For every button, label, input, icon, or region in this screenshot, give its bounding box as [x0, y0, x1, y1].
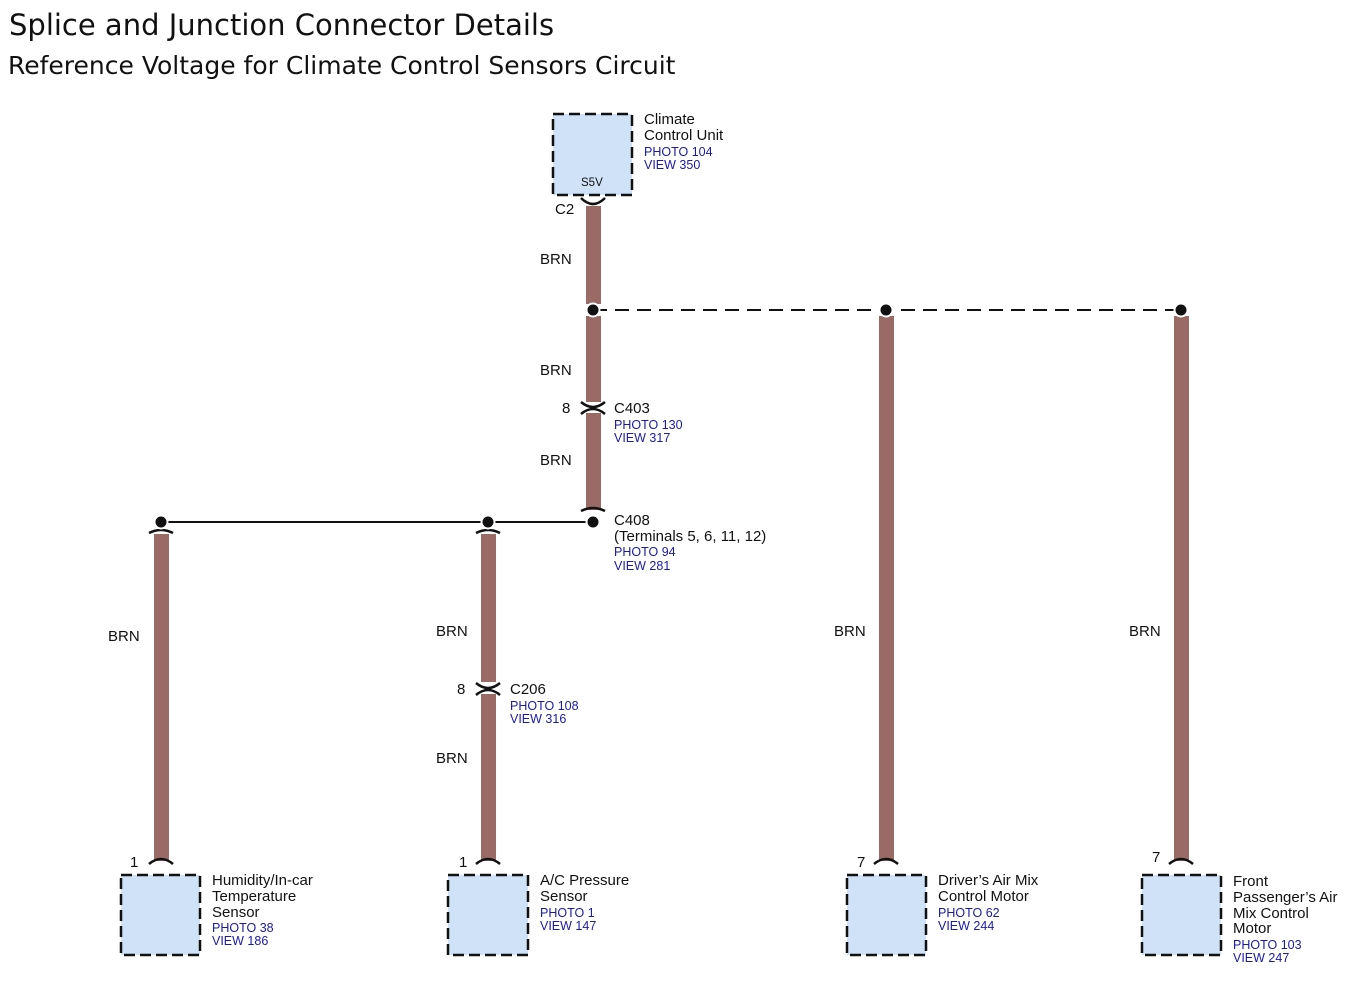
ccu-name-line1: Climate — [644, 111, 695, 128]
c408-name: C408 — [614, 512, 650, 529]
splice-dot-c408 — [585, 514, 601, 530]
ccu-pin-label: S5V — [581, 177, 603, 189]
wire-drivers — [879, 316, 894, 861]
humidity-photo-link[interactable]: PHOTO 38 — [212, 921, 274, 935]
c403-name: C403 — [614, 400, 650, 417]
ac-pressure-sensor-box — [446, 873, 530, 957]
ccu-photo-link[interactable]: PHOTO 104 — [644, 145, 713, 159]
passenger-pin: 7 — [1152, 849, 1160, 866]
drivers-name-line1: Driver’s Air Mix — [938, 872, 1039, 889]
wire-passenger — [1174, 316, 1189, 861]
c403-pin: 8 — [562, 400, 570, 417]
wire-splice-to-c403 — [586, 316, 601, 402]
passenger-name-line4: Motor — [1233, 920, 1271, 937]
wire-label-passenger: BRN — [1129, 623, 1161, 640]
humidity-name-line2: Temperature — [212, 888, 296, 905]
humidity-sensor-box — [119, 873, 202, 957]
wire-ac-lower — [481, 694, 496, 861]
wire-c403-to-c408 — [586, 413, 601, 510]
wire-label-drivers: BRN — [834, 623, 866, 640]
humidity-view-link[interactable]: VIEW 186 — [212, 934, 268, 948]
ac-photo-link[interactable]: PHOTO 1 — [540, 906, 595, 920]
ac-pin-cap — [475, 857, 501, 865]
ac-pin: 1 — [459, 854, 467, 871]
wire-humidity — [154, 534, 169, 861]
wire-label-ccu: BRN — [540, 251, 572, 268]
climate-control-unit-box — [551, 112, 634, 197]
passenger-pin-cap — [1168, 857, 1194, 865]
c206-name: C206 — [510, 681, 546, 698]
wire-label-humidity: BRN — [108, 628, 140, 645]
c408-photo-link[interactable]: PHOTO 94 — [614, 545, 676, 559]
drivers-name-line2: Control Motor — [938, 888, 1029, 905]
c403-upper-cap — [580, 401, 606, 409]
ac-name-line2: Sensor — [540, 888, 588, 905]
ccu-view-link[interactable]: VIEW 350 — [644, 158, 700, 172]
wires — [154, 206, 1189, 861]
c408-view-link[interactable]: VIEW 281 — [614, 559, 670, 573]
splice-dot-drivers — [878, 302, 894, 318]
splice-dot-passenger — [1173, 302, 1189, 318]
drivers-pin: 7 — [857, 854, 865, 871]
drivers-air-mix-box — [845, 873, 928, 957]
humidity-top-cap — [148, 528, 174, 535]
connector-caps — [148, 197, 1194, 865]
c403-photo-link[interactable]: PHOTO 130 — [614, 418, 683, 432]
wire-label-ac-lower: BRN — [436, 750, 468, 767]
wire-label-c403-c408: BRN — [540, 452, 572, 469]
splice-dots — [153, 302, 1189, 530]
ac-top-cap — [475, 528, 501, 535]
c2-cap — [580, 197, 606, 206]
page-title: Splice and Junction Connector Details — [9, 8, 555, 42]
humidity-name-line3: Sensor — [212, 904, 260, 921]
splice-dot-ac — [480, 514, 496, 530]
ac-name-line1: A/C Pressure — [540, 872, 629, 889]
ccu-name-line2: Control Unit — [644, 127, 724, 144]
c206-upper-cap — [475, 682, 501, 690]
ac-view-link[interactable]: VIEW 147 — [540, 919, 596, 933]
c403-lower-cap — [580, 407, 606, 415]
drivers-photo-link[interactable]: PHOTO 62 — [938, 906, 1000, 920]
c403-view-link[interactable]: VIEW 317 — [614, 431, 670, 445]
humidity-pin-cap — [148, 857, 174, 865]
c206-view-link[interactable]: VIEW 316 — [510, 712, 566, 726]
splice-dot-humidity — [153, 514, 169, 530]
c206-lower-cap — [475, 688, 501, 696]
component-boxes — [119, 112, 1223, 957]
passenger-name-line2: Passenger’s Air — [1233, 889, 1338, 906]
passenger-air-mix-box — [1140, 873, 1223, 957]
wire-label-ac-upper: BRN — [436, 623, 468, 640]
passenger-photo-link[interactable]: PHOTO 103 — [1233, 938, 1302, 952]
drivers-pin-cap — [873, 857, 899, 865]
humidity-name-line1: Humidity/In-car — [212, 872, 313, 889]
splice-dot-main — [585, 302, 601, 318]
wire-ccu-to-splice — [586, 206, 601, 304]
passenger-view-link[interactable]: VIEW 247 — [1233, 951, 1289, 965]
wire-label-splice-c403: BRN — [540, 362, 572, 379]
c408-cap — [580, 506, 606, 513]
passenger-name-line1: Front — [1233, 873, 1269, 890]
humidity-pin: 1 — [130, 854, 138, 871]
drivers-view-link[interactable]: VIEW 244 — [938, 919, 994, 933]
c2-connector-label: C2 — [555, 201, 574, 218]
page-subtitle: Reference Voltage for Climate Control Se… — [8, 51, 676, 80]
c206-photo-link[interactable]: PHOTO 108 — [510, 699, 579, 713]
wire-ac-upper — [481, 534, 496, 682]
c206-pin: 8 — [457, 681, 465, 698]
c408-terminals: (Terminals 5, 6, 11, 12) — [614, 528, 766, 545]
passenger-name-line3: Mix Control — [1233, 905, 1309, 922]
